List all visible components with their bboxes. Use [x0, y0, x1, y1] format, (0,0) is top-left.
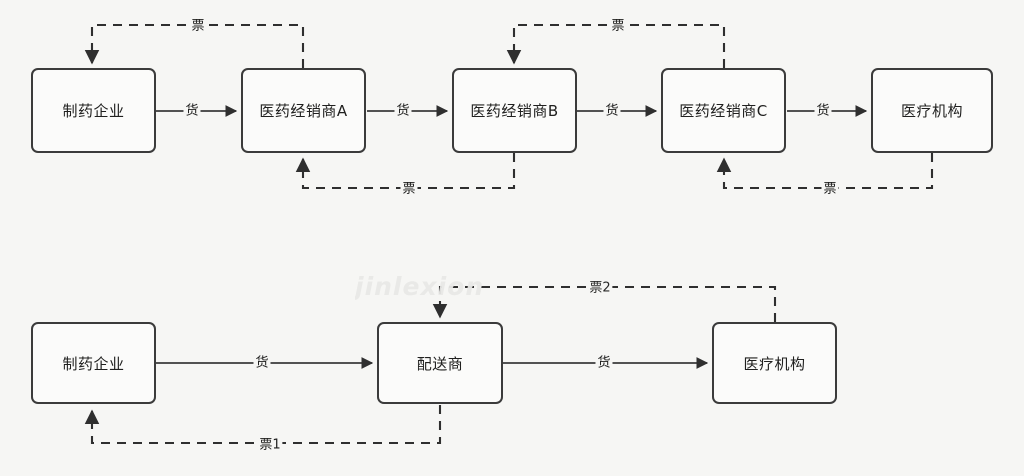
node-label: 配送商	[416, 354, 464, 373]
node-label: 制药企业	[62, 102, 125, 120]
edge-label-invoice: 票	[609, 18, 627, 34]
edge-label-goods: 货	[814, 103, 832, 119]
edge-label-goods: 货	[394, 103, 412, 119]
node-label: 制药企业	[62, 354, 125, 373]
node-distributor-c[interactable]: 医药经销商C	[661, 68, 786, 153]
node-manufacturer-tier[interactable]: 制药企业	[31, 68, 156, 153]
edge-label-goods: 货	[183, 103, 201, 119]
edge-label-goods: 货	[603, 103, 621, 119]
node-label: 医疗机构	[743, 354, 806, 373]
node-distributor-a[interactable]: 医药经销商A	[241, 68, 366, 153]
edge-label-invoice: 票	[189, 18, 207, 34]
node-distributor-b[interactable]: 医药经销商B	[452, 68, 577, 153]
node-label: 医药经销商C	[679, 102, 768, 120]
invoice-edge-institution-to-c	[716, 153, 934, 190]
node-label: 医疗机构	[900, 102, 963, 120]
edge-label-invoice: 票	[400, 181, 418, 197]
node-label: 医药经销商B	[470, 102, 559, 120]
node-deliverer[interactable]: 配送商	[377, 322, 503, 404]
edge-label-goods: 货	[253, 355, 271, 371]
node-manufacturer-two-invoice[interactable]: 制药企业	[31, 322, 156, 404]
invoice-edge-b-to-a	[295, 153, 516, 190]
node-medical-institution-two-invoice[interactable]: 医疗机构	[712, 322, 837, 404]
edge-label-invoice-1: 票1	[257, 437, 283, 453]
node-label: 医药经销商A	[259, 102, 348, 120]
node-medical-institution-tier[interactable]: 医疗机构	[871, 68, 993, 153]
edge-label-invoice-2: 票2	[587, 280, 613, 296]
edge-label-invoice: 票	[821, 181, 839, 197]
invoice-edge-institution-to-deliverer	[432, 285, 777, 322]
edge-label-goods: 货	[595, 355, 613, 371]
